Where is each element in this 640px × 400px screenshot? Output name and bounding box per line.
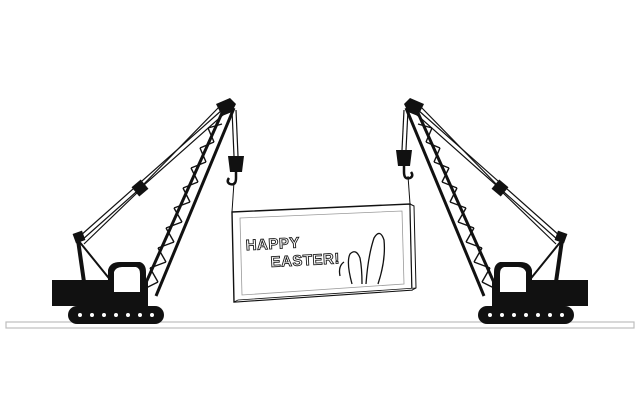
easter-sign xyxy=(231,175,417,303)
sign-line-easter: EASTER! xyxy=(270,250,340,271)
sign-line-happy: HAPPY xyxy=(245,234,300,254)
bunny-ears-icon xyxy=(338,232,386,285)
left-crane xyxy=(52,98,244,324)
right-crane xyxy=(396,98,588,324)
ground xyxy=(5,321,635,329)
